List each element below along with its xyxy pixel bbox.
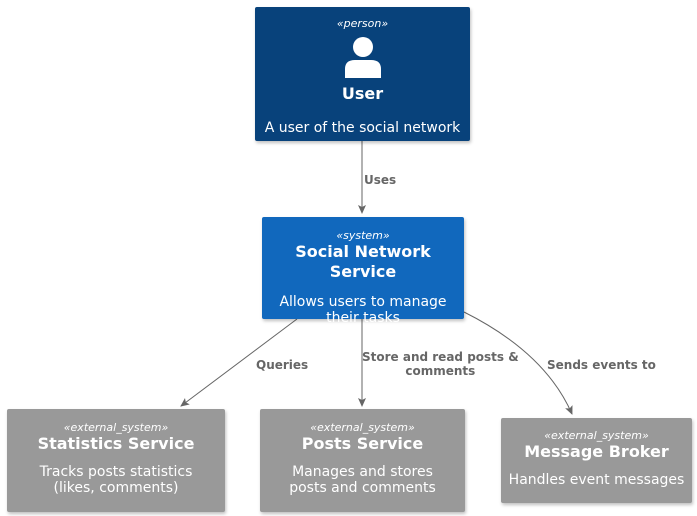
user-stereotype: «person» bbox=[336, 17, 389, 30]
broker-description: Handles event messages bbox=[508, 472, 685, 488]
edge-queries bbox=[180, 318, 298, 407]
edge-label-sends-events: Sends events to bbox=[547, 358, 656, 372]
user-name: User bbox=[341, 84, 384, 103]
posts-stereotype: «external_system» bbox=[310, 421, 415, 434]
social-network-name: Social Network Service bbox=[295, 242, 431, 281]
social-network-stereotype: «system» bbox=[336, 229, 390, 242]
edge-label-uses: Uses bbox=[364, 173, 397, 187]
broker-name: Message Broker bbox=[524, 442, 669, 461]
user-description: A user of the social network bbox=[264, 120, 461, 136]
social-network-node[interactable]: «system» Social Network Service Allows u… bbox=[262, 217, 464, 326]
edge-label-store-read: Store and read posts & comments bbox=[362, 350, 519, 378]
social-network-description: Allows users to manage their tasks bbox=[279, 294, 447, 326]
person-icon bbox=[344, 37, 381, 78]
statistics-description: Tracks posts statistics (likes, comments… bbox=[39, 464, 193, 496]
edge-sends-events bbox=[463, 311, 573, 415]
posts-name: Posts Service bbox=[301, 434, 424, 453]
edge-label-store-read-line2: comments bbox=[405, 364, 476, 378]
statistics-stereotype: «external_system» bbox=[63, 421, 169, 434]
broker-stereotype: «external_system» bbox=[544, 429, 649, 442]
posts-description: Manages and stores posts and comments bbox=[289, 464, 436, 496]
broker-node[interactable]: «external_system» Message Broker Handles… bbox=[501, 418, 692, 503]
posts-node[interactable]: «external_system» Posts Service Manages … bbox=[260, 409, 465, 512]
statistics-name: Statistics Service bbox=[37, 434, 195, 453]
edge-label-store-read-line1: Store and read posts & bbox=[362, 350, 519, 364]
edge-label-queries: Queries bbox=[256, 358, 309, 372]
user-node[interactable]: «person» User A user of the social netwo… bbox=[255, 7, 470, 141]
statistics-node[interactable]: «external_system» Statistics Service Tra… bbox=[7, 409, 225, 512]
